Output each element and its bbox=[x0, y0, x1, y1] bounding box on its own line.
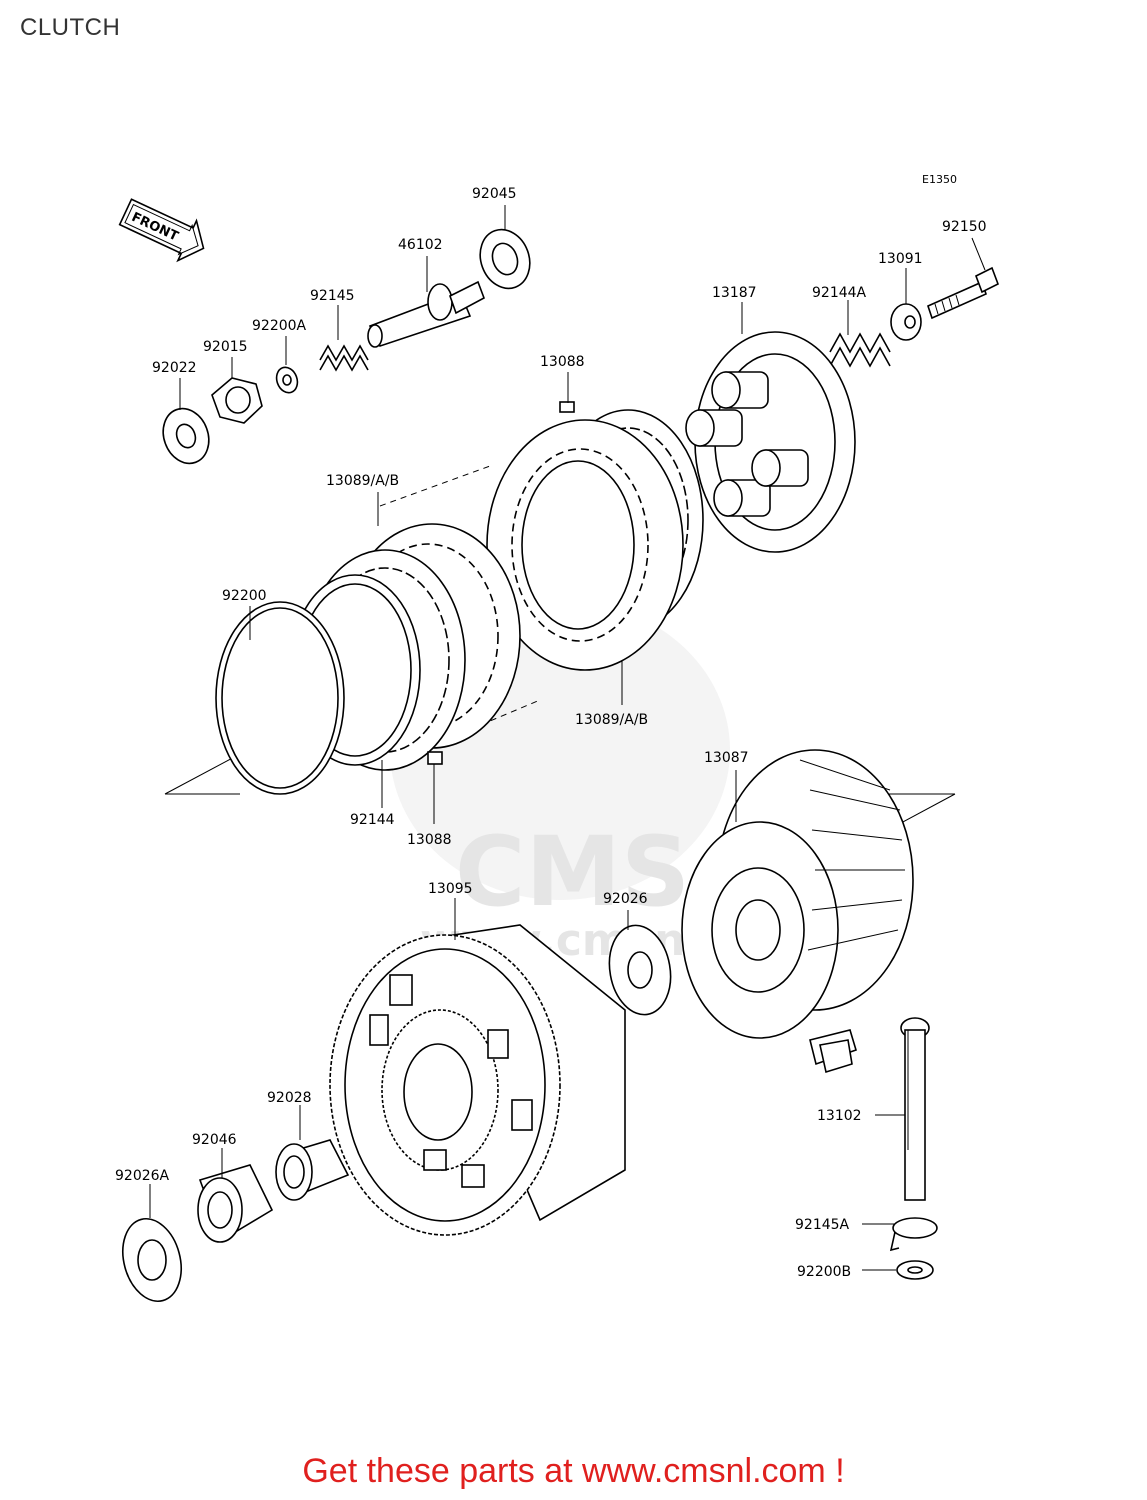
nut-92015 bbox=[211, 357, 263, 424]
part-label-92046: 92046 bbox=[192, 1132, 237, 1148]
push-rod-46102 bbox=[367, 256, 485, 348]
steel-plate-13089-right bbox=[486, 419, 684, 705]
washer-92026A bbox=[122, 1184, 182, 1303]
return-spring-92145A bbox=[862, 1217, 938, 1252]
spring-plate-13091 bbox=[890, 268, 922, 341]
part-label-92028: 92028 bbox=[267, 1090, 312, 1106]
washer-92022 bbox=[162, 378, 210, 465]
part-label-13089-right: 13089/A/B bbox=[575, 712, 648, 728]
washer-92200A bbox=[275, 336, 299, 394]
part-label-92200: 92200 bbox=[222, 588, 267, 604]
part-label-92015: 92015 bbox=[203, 339, 248, 355]
part-label-92022: 92022 bbox=[152, 360, 197, 376]
part-label-92026A: 92026A bbox=[115, 1168, 170, 1184]
part-label-13095: 13095 bbox=[428, 881, 473, 897]
o-ring-92200 bbox=[215, 601, 345, 795]
clutch-hub-13087 bbox=[681, 749, 914, 1039]
spring-92144A bbox=[829, 300, 891, 368]
front-arrow-icon: FRONT bbox=[118, 198, 205, 263]
part-label-13089-left: 13089/A/B bbox=[326, 473, 399, 489]
part-label-92145: 92145 bbox=[310, 288, 355, 304]
part-label-13091: 13091 bbox=[878, 251, 923, 267]
footer-link[interactable]: Get these parts at www.cmsnl.com ! bbox=[302, 1452, 845, 1490]
diagram-code: E1350 bbox=[922, 173, 957, 186]
watermark-brand: CMS bbox=[455, 816, 690, 928]
part-label-92045: 92045 bbox=[472, 186, 517, 202]
clutch-housing-13095 bbox=[329, 898, 626, 1236]
bolt-92150 bbox=[927, 237, 1000, 320]
part-label-13102: 13102 bbox=[817, 1108, 862, 1124]
release-shaft-13102 bbox=[809, 1017, 930, 1201]
bearing-92045 bbox=[479, 205, 531, 290]
part-label-92200B: 92200B bbox=[797, 1264, 851, 1280]
part-label-92144: 92144 bbox=[350, 812, 395, 828]
part-label-92144A: 92144A bbox=[812, 285, 867, 301]
part-label-13187: 13187 bbox=[712, 285, 757, 301]
part-label-13088-upper: 13088 bbox=[540, 354, 585, 370]
sleeve-92028 bbox=[275, 1105, 350, 1201]
part-label-46102: 46102 bbox=[398, 237, 443, 253]
spring-92145 bbox=[319, 305, 369, 372]
page-title: CLUTCH bbox=[20, 14, 121, 41]
pressure-plate-13187 bbox=[685, 302, 856, 553]
washer-92200B bbox=[862, 1260, 934, 1280]
part-label-13087: 13087 bbox=[704, 750, 749, 766]
part-label-92200A: 92200A bbox=[252, 318, 307, 334]
part-label-92026: 92026 bbox=[603, 891, 648, 907]
part-label-13088-lower: 13088 bbox=[407, 832, 452, 848]
part-label-92145A: 92145A bbox=[795, 1217, 850, 1233]
needle-bearing-92046 bbox=[197, 1148, 274, 1243]
washer-92026 bbox=[608, 910, 672, 1016]
part-label-92150: 92150 bbox=[942, 219, 987, 235]
